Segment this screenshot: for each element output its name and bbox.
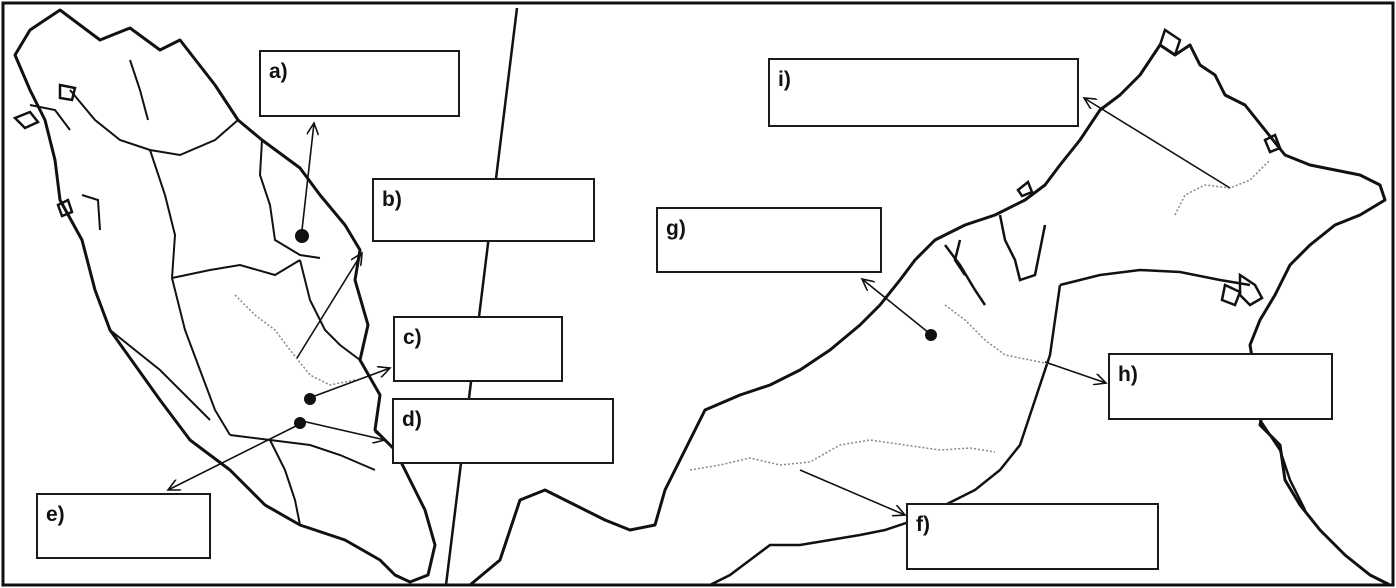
arrow-d: [301, 420, 385, 440]
label-letter-b: b): [382, 188, 402, 211]
label-box-h[interactable]: h): [1108, 353, 1333, 420]
peninsular-malaysia-outline: [13, 8, 437, 584]
label-letter-c: c): [403, 326, 422, 349]
peninsular-river: [234, 294, 356, 386]
label-letter-g: g): [666, 217, 686, 240]
arrow-g: [862, 279, 930, 334]
region-divider: [444, 7, 519, 586]
label-letter-h: h): [1118, 363, 1138, 386]
label-letter-a: a): [269, 60, 288, 83]
city-dot-c: [304, 393, 316, 405]
pointer-arrows: [168, 98, 1231, 515]
label-box-i[interactable]: i): [768, 58, 1079, 127]
arrow-e: [168, 424, 299, 490]
label-box-b[interactable]: b): [372, 178, 595, 242]
arrow-f: [799, 469, 905, 515]
label-box-g[interactable]: g): [656, 207, 882, 273]
label-letter-i: i): [778, 68, 791, 91]
label-box-d[interactable]: d): [392, 398, 614, 464]
east-islands: [1016, 28, 1282, 198]
arrow-b: [296, 253, 362, 359]
arrow-i: [1084, 98, 1231, 189]
arrow-a: [301, 123, 314, 231]
arrow-h: [1044, 361, 1106, 383]
label-box-e[interactable]: e): [36, 493, 211, 559]
peninsular-state-borders: [29, 59, 376, 526]
east-malaysia-outline: [469, 43, 1391, 587]
city-dot-e: [294, 417, 306, 429]
label-box-a[interactable]: a): [259, 50, 460, 117]
city-dot-a: [295, 229, 309, 243]
label-letter-d: d): [402, 408, 422, 431]
arrow-c: [311, 368, 390, 398]
label-box-f[interactable]: f): [906, 503, 1159, 570]
label-box-c[interactable]: c): [393, 316, 563, 382]
east-rivers: [689, 159, 1271, 471]
label-letter-e: e): [46, 503, 65, 526]
peninsular-islands: [12, 83, 77, 218]
label-letter-f: f): [916, 513, 930, 536]
